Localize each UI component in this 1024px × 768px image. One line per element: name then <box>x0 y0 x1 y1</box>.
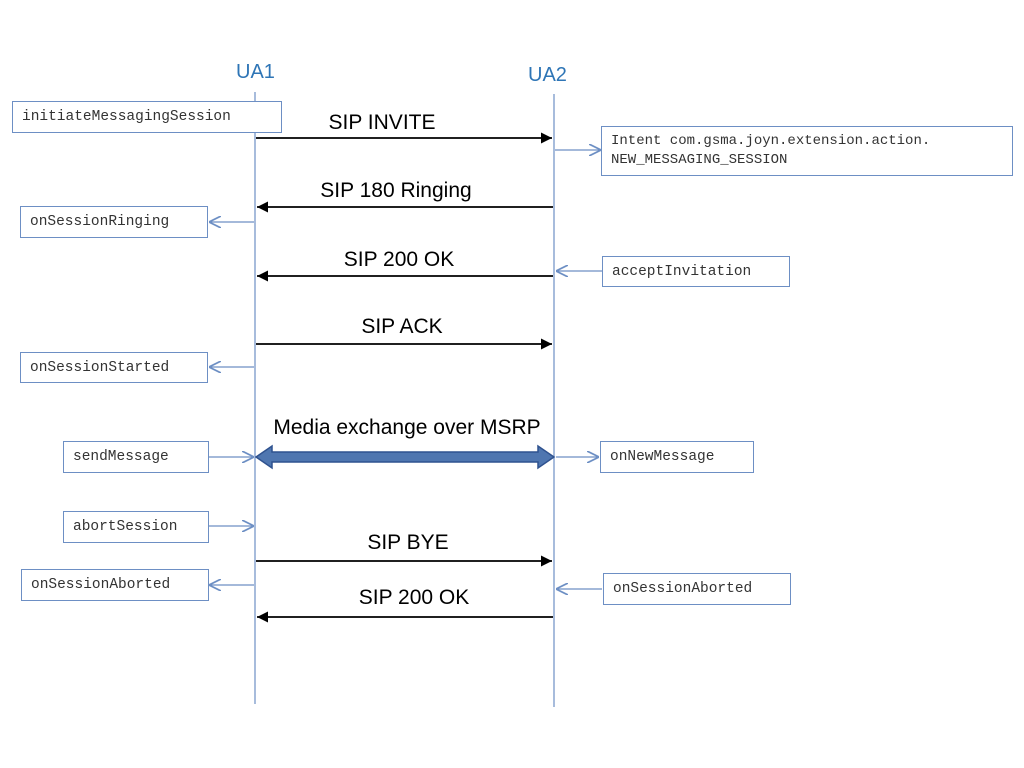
send-message-box: sendMessage <box>63 441 209 473</box>
accept-invitation-box: acceptInvitation <box>602 256 790 287</box>
initiate-messaging-session-box: initiateMessagingSession <box>12 101 282 133</box>
on-new-message-box: onNewMessage <box>600 441 754 473</box>
on-session-started-box: onSessionStarted <box>20 352 208 383</box>
ua1-label: UA1 <box>236 61 275 83</box>
sip-200-ok-label: SIP 200 OK <box>343 248 455 271</box>
ua2-label: UA2 <box>528 64 567 86</box>
sip-ack-label: SIP ACK <box>361 315 443 338</box>
on-session-aborted-ua1-box: onSessionAborted <box>21 569 209 601</box>
on-session-ringing-box: onSessionRinging <box>20 206 208 238</box>
media-exchange-arrow <box>254 444 556 470</box>
media-exchange-label: Media exchange over MSRP <box>273 416 541 439</box>
sip-180-ringing-label: SIP 180 Ringing <box>320 179 472 202</box>
intent-line1: Intent com.gsma.joyn.extension.action. <box>611 133 931 149</box>
abort-session-box: abortSession <box>63 511 209 543</box>
sip-bye-label: SIP BYE <box>367 531 449 554</box>
sip-invite-label: SIP INVITE <box>328 111 436 134</box>
on-session-aborted-ua2-box: onSessionAborted <box>603 573 791 605</box>
sip-200-ok-final-label: SIP 200 OK <box>358 586 470 609</box>
intent-box: Intent com.gsma.joyn.extension.action. N… <box>601 126 1013 176</box>
intent-line2: NEW_MESSAGING_SESSION <box>611 152 788 168</box>
